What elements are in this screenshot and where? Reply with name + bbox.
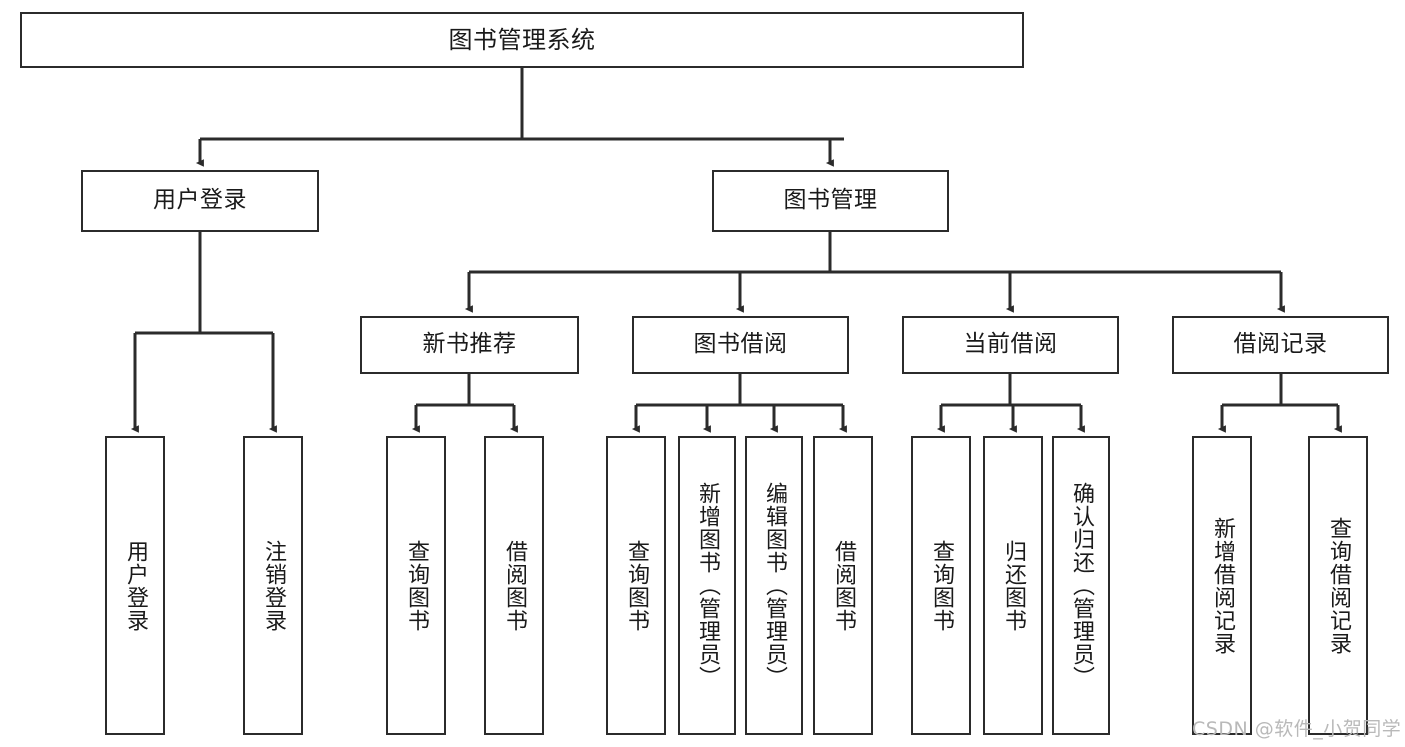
- node-new-book-recommend[interactable]: 新书推荐: [360, 316, 579, 374]
- node-label: 用户登录: [153, 187, 247, 214]
- csdn-watermark: CSDN @软件_小贺同学: [1192, 718, 1402, 740]
- node-label: 借阅记录: [1233, 331, 1328, 358]
- node-label: 当前借阅: [963, 331, 1058, 358]
- node-leaf-current-confirm-return-admin[interactable]: 确认归还（管理员）: [1052, 436, 1110, 735]
- node-leaf-current-return-book[interactable]: 归还图书: [983, 436, 1043, 735]
- node-leaf-borrow-borrow-book[interactable]: 借阅图书: [813, 436, 873, 735]
- node-current-borrow[interactable]: 当前借阅: [902, 316, 1119, 374]
- node-label: 新书推荐: [422, 331, 517, 358]
- node-label: 图书管理系统: [448, 25, 596, 54]
- node-label: 查询借阅记录: [1325, 516, 1351, 655]
- node-leaf-current-query-book[interactable]: 查询图书: [911, 436, 971, 735]
- node-label: 查询图书: [623, 539, 649, 632]
- node-label: 借阅图书: [501, 539, 527, 632]
- node-leaf-recommend-borrow-book[interactable]: 借阅图书: [484, 436, 544, 735]
- node-label: 归还图书: [1000, 539, 1026, 632]
- node-leaf-borrow-add-book-admin[interactable]: 新增图书（管理员）: [678, 436, 736, 735]
- node-leaf-record-query-borrow-record[interactable]: 查询借阅记录: [1308, 436, 1368, 735]
- node-label: 确认归还（管理员）: [1068, 482, 1094, 689]
- node-book-borrow[interactable]: 图书借阅: [632, 316, 849, 374]
- node-leaf-recommend-query-book[interactable]: 查询图书: [386, 436, 446, 735]
- node-borrow-record[interactable]: 借阅记录: [1172, 316, 1389, 374]
- node-label: 查询图书: [403, 539, 429, 632]
- node-leaf-record-add-borrow-record[interactable]: 新增借阅记录: [1192, 436, 1252, 735]
- node-leaf-borrow-query-book[interactable]: 查询图书: [606, 436, 666, 735]
- node-label: 注销登录: [260, 539, 286, 632]
- node-leaf-borrow-edit-book-admin[interactable]: 编辑图书（管理员）: [745, 436, 803, 735]
- node-label: 新增借阅记录: [1209, 516, 1235, 655]
- node-label: 新增图书（管理员）: [694, 482, 720, 689]
- node-leaf-user-login[interactable]: 用户登录: [105, 436, 165, 735]
- node-label: 查询图书: [928, 539, 954, 632]
- node-label: 图书管理: [783, 187, 878, 214]
- node-label: 用户登录: [122, 539, 148, 632]
- node-label: 编辑图书（管理员）: [761, 482, 787, 689]
- node-leaf-logout-login[interactable]: 注销登录: [243, 436, 303, 735]
- node-label: 图书借阅: [693, 331, 788, 358]
- node-book-management[interactable]: 图书管理: [712, 170, 949, 232]
- node-root-book-management-system[interactable]: 图书管理系统: [20, 12, 1024, 68]
- node-user-login[interactable]: 用户登录: [81, 170, 319, 232]
- node-label: 借阅图书: [830, 539, 856, 632]
